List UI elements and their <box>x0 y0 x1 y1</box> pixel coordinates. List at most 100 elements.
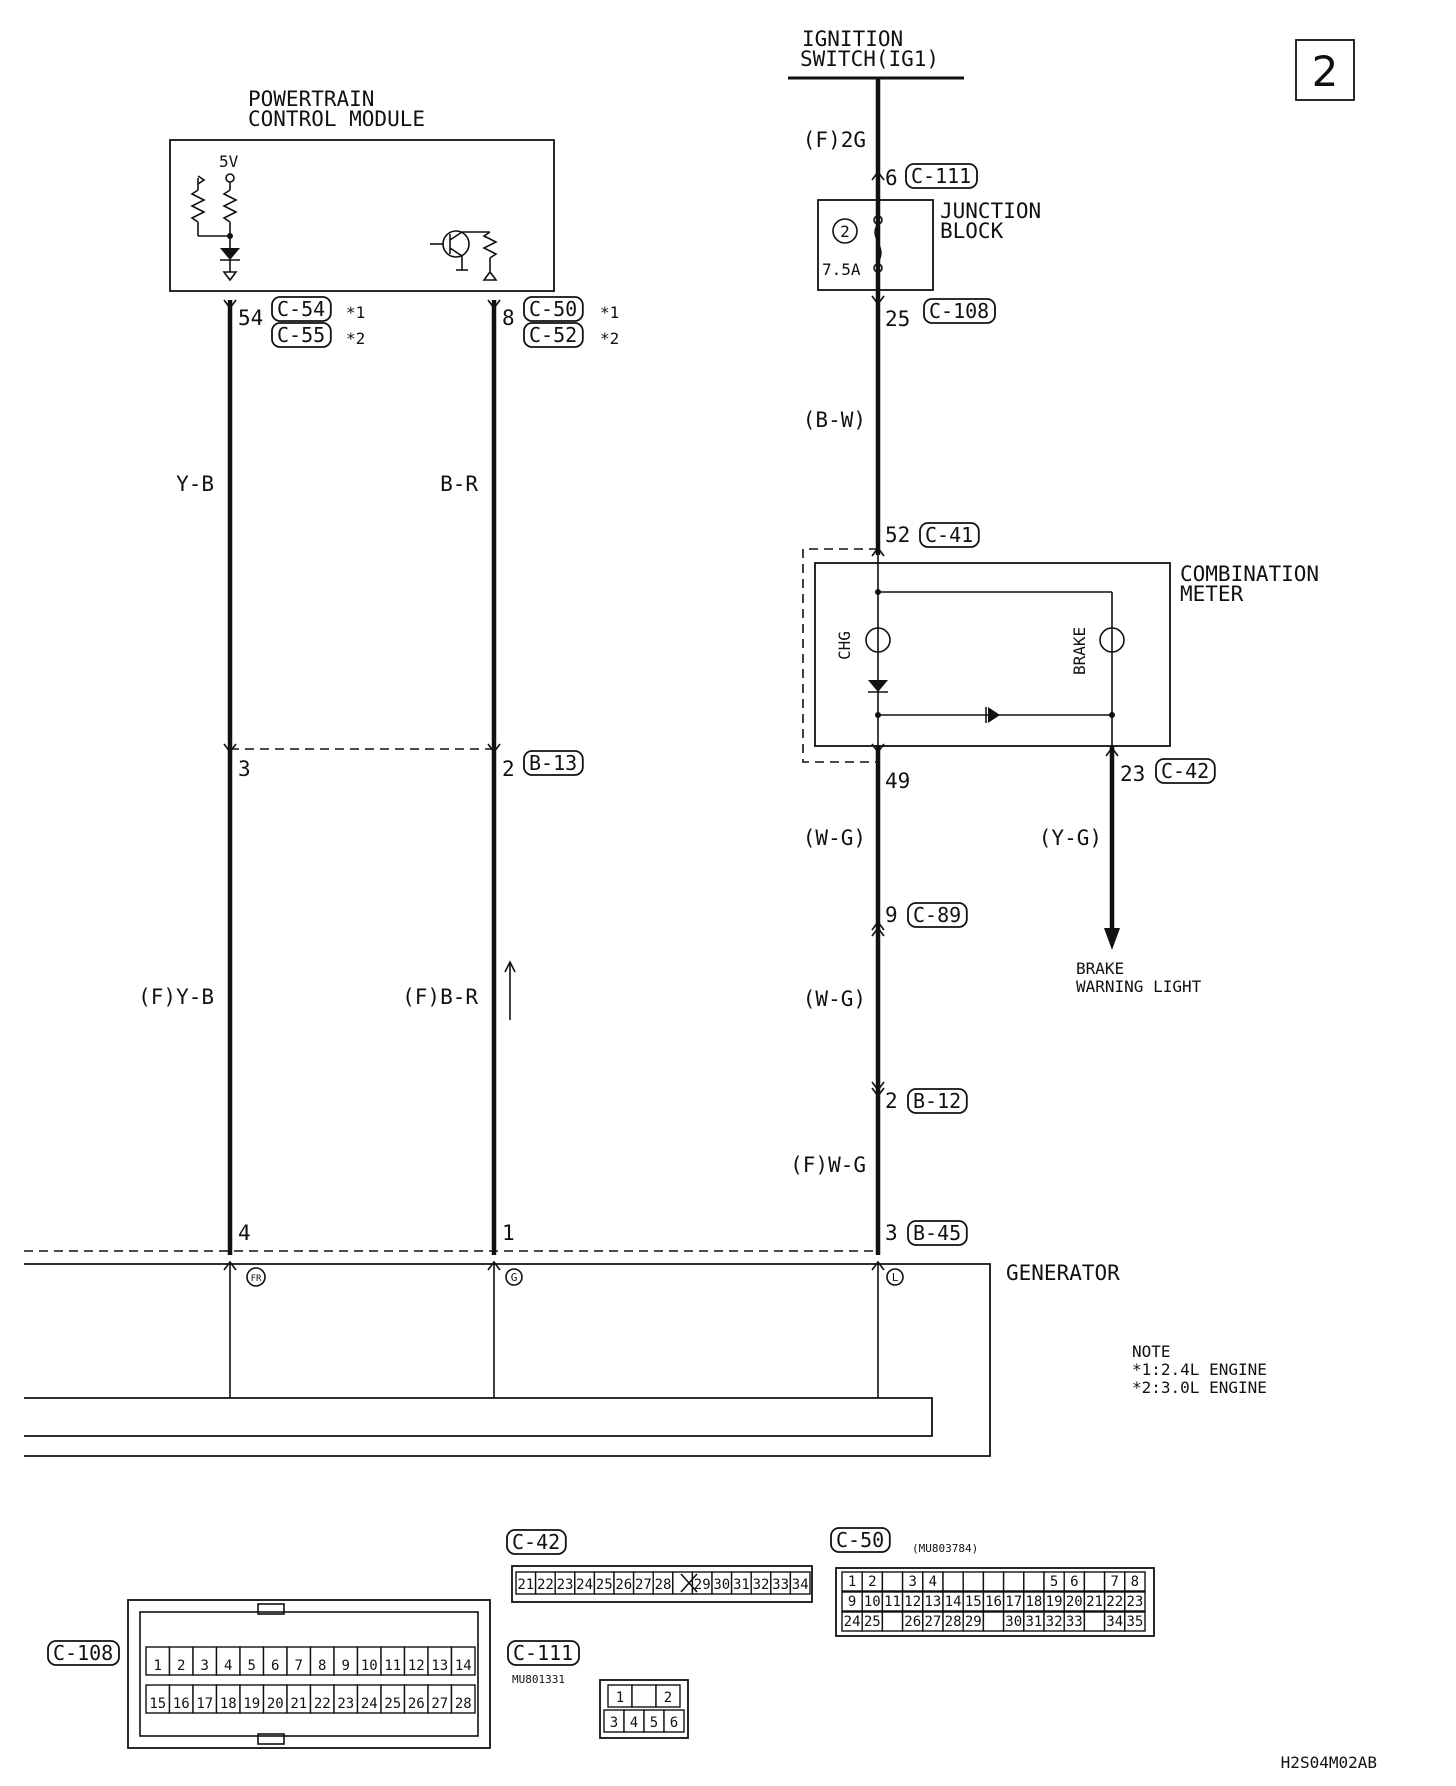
arrow-to-brake-warning <box>1104 928 1120 950</box>
pin-cell: 31 <box>733 1577 750 1593</box>
page-number-box <box>1295 39 1355 101</box>
pin-cell: 4 <box>630 1715 638 1731</box>
svg-text:C-41: C-41 <box>925 523 973 547</box>
ignition-label-1: IGNITION <box>802 27 903 51</box>
chg-label: CHG <box>835 631 854 660</box>
pin-cell: 11 <box>884 1594 901 1610</box>
pin-cell: 9 <box>848 1594 856 1610</box>
pin-cell: 24 <box>361 1696 378 1712</box>
pcm-label-1: POWERTRAIN <box>248 87 374 111</box>
pin-25: 25 <box>885 307 910 331</box>
pin-cell: 27 <box>635 1577 652 1593</box>
pin-cell: 8 <box>1131 1574 1139 1590</box>
pin-cell: 5 <box>248 1658 256 1674</box>
pin-cell: 1 <box>616 1690 624 1706</box>
pcm-box <box>169 139 555 292</box>
pin-cell: 12 <box>904 1594 921 1610</box>
connector-labels: C-54C-55C-50C-52B-13C-111C-108C-41C-42C-… <box>271 163 1216 1246</box>
pin-cell: 28 <box>945 1614 962 1630</box>
pin-cell: 20 <box>1066 1594 1083 1610</box>
wire-label-f-2g: (F)2G <box>803 128 866 152</box>
note-line-2: *2:3.0L ENGINE <box>1132 1378 1267 1397</box>
wire-label-b-r: B-R <box>440 472 478 496</box>
pin-cell: 11 <box>384 1658 401 1674</box>
pin-cell: 10 <box>361 1658 378 1674</box>
c50-view-label: C-50 <box>830 1527 891 1553</box>
pin-cell: 30 <box>1005 1614 1022 1630</box>
c50-part-number: (MU803784) <box>912 1542 978 1555</box>
junction-label-2: BLOCK <box>940 219 1004 243</box>
svg-text:C-111: C-111 <box>911 164 971 188</box>
pin-cell: 13 <box>924 1594 941 1610</box>
pin-cell: 22 <box>537 1577 554 1593</box>
pin-cell: 26 <box>904 1614 921 1630</box>
pin-cell: 2 <box>868 1574 876 1590</box>
gen-terminal-fr: FR <box>251 1274 262 1284</box>
svg-text:B-13: B-13 <box>529 751 577 775</box>
svg-text:C-111: C-111 <box>513 1641 573 1665</box>
pin-cell: 16 <box>173 1696 190 1712</box>
pin-cell: 24 <box>576 1577 593 1593</box>
pin-cell: 29 <box>965 1614 982 1630</box>
brake-warning-label-1: BRAKE <box>1076 959 1124 978</box>
pin-3-b45: 3 <box>885 1221 898 1245</box>
pin-cell: 23 <box>557 1577 574 1593</box>
pin-cell: 12 <box>408 1658 425 1674</box>
pin-4: 4 <box>238 1221 251 1245</box>
svg-text:C-50: C-50 <box>836 1528 884 1552</box>
combination-meter-label-2: METER <box>1180 582 1244 606</box>
svg-text:C-55: C-55 <box>277 323 325 347</box>
pin-8: 8 <box>502 306 515 330</box>
pin-cell: 26 <box>615 1577 632 1593</box>
gen-terminal-g: G <box>511 1271 518 1284</box>
gen-terminal-l: L <box>892 1271 899 1284</box>
pin-cell: 5 <box>1050 1574 1058 1590</box>
c111-view-label: C-111 <box>507 1640 580 1666</box>
pin-cell: 27 <box>924 1614 941 1630</box>
pin-cell: 22 <box>1106 1594 1123 1610</box>
junction-block-box <box>817 199 934 291</box>
junction-label-1: JUNCTION <box>940 199 1041 223</box>
wire-label-y-b: Y-B <box>176 472 214 496</box>
pin-cell: 2 <box>177 1658 185 1674</box>
pin-23: 23 <box>1120 762 1145 786</box>
pin-cell: 23 <box>1126 1594 1143 1610</box>
fuse-rating: 7.5A <box>822 260 861 279</box>
pin-cell: 17 <box>1005 1594 1022 1610</box>
svg-text:C-108: C-108 <box>53 1641 113 1665</box>
pin-2-b13: 2 <box>502 757 515 781</box>
wire-label-b-w: (B-W) <box>803 408 866 432</box>
pin-cell: 18 <box>1025 1594 1042 1610</box>
pin-cell: 6 <box>1070 1574 1078 1590</box>
pin-6: 6 <box>885 166 898 190</box>
generator-body <box>24 1397 933 1437</box>
pin-cell: 10 <box>864 1594 881 1610</box>
pin-cell: 25 <box>384 1696 401 1712</box>
generator-label: GENERATOR <box>1006 1261 1120 1285</box>
note-star-1b: *1 <box>600 303 619 322</box>
pin-cell: 7 <box>295 1658 303 1674</box>
pcm-5v-label: 5V <box>219 152 239 171</box>
pin-cell: 4 <box>929 1574 937 1590</box>
pcm-internal-circuit-left: 5V <box>190 152 240 282</box>
pin-cell: 24 <box>844 1614 861 1630</box>
connector-label-b13: B-13 <box>523 750 584 776</box>
pin-cell: 35 <box>1126 1614 1143 1630</box>
pin-cell: 6 <box>670 1715 678 1731</box>
pin-cell: 21 <box>290 1696 307 1712</box>
brake-lamp-icon <box>1099 627 1125 653</box>
note-star-2b: *2 <box>600 329 619 348</box>
fuse-number: 2 <box>840 222 850 241</box>
connector-label-c54: C-54 <box>271 296 332 322</box>
connector-chevrons <box>223 170 1119 1271</box>
svg-text:C-52: C-52 <box>529 323 577 347</box>
pin-cell: 8 <box>318 1658 326 1674</box>
svg-text:C-42: C-42 <box>512 1530 560 1554</box>
wire-label-w-g-2: (W-G) <box>803 987 866 1011</box>
pin-cell: 25 <box>596 1577 613 1593</box>
